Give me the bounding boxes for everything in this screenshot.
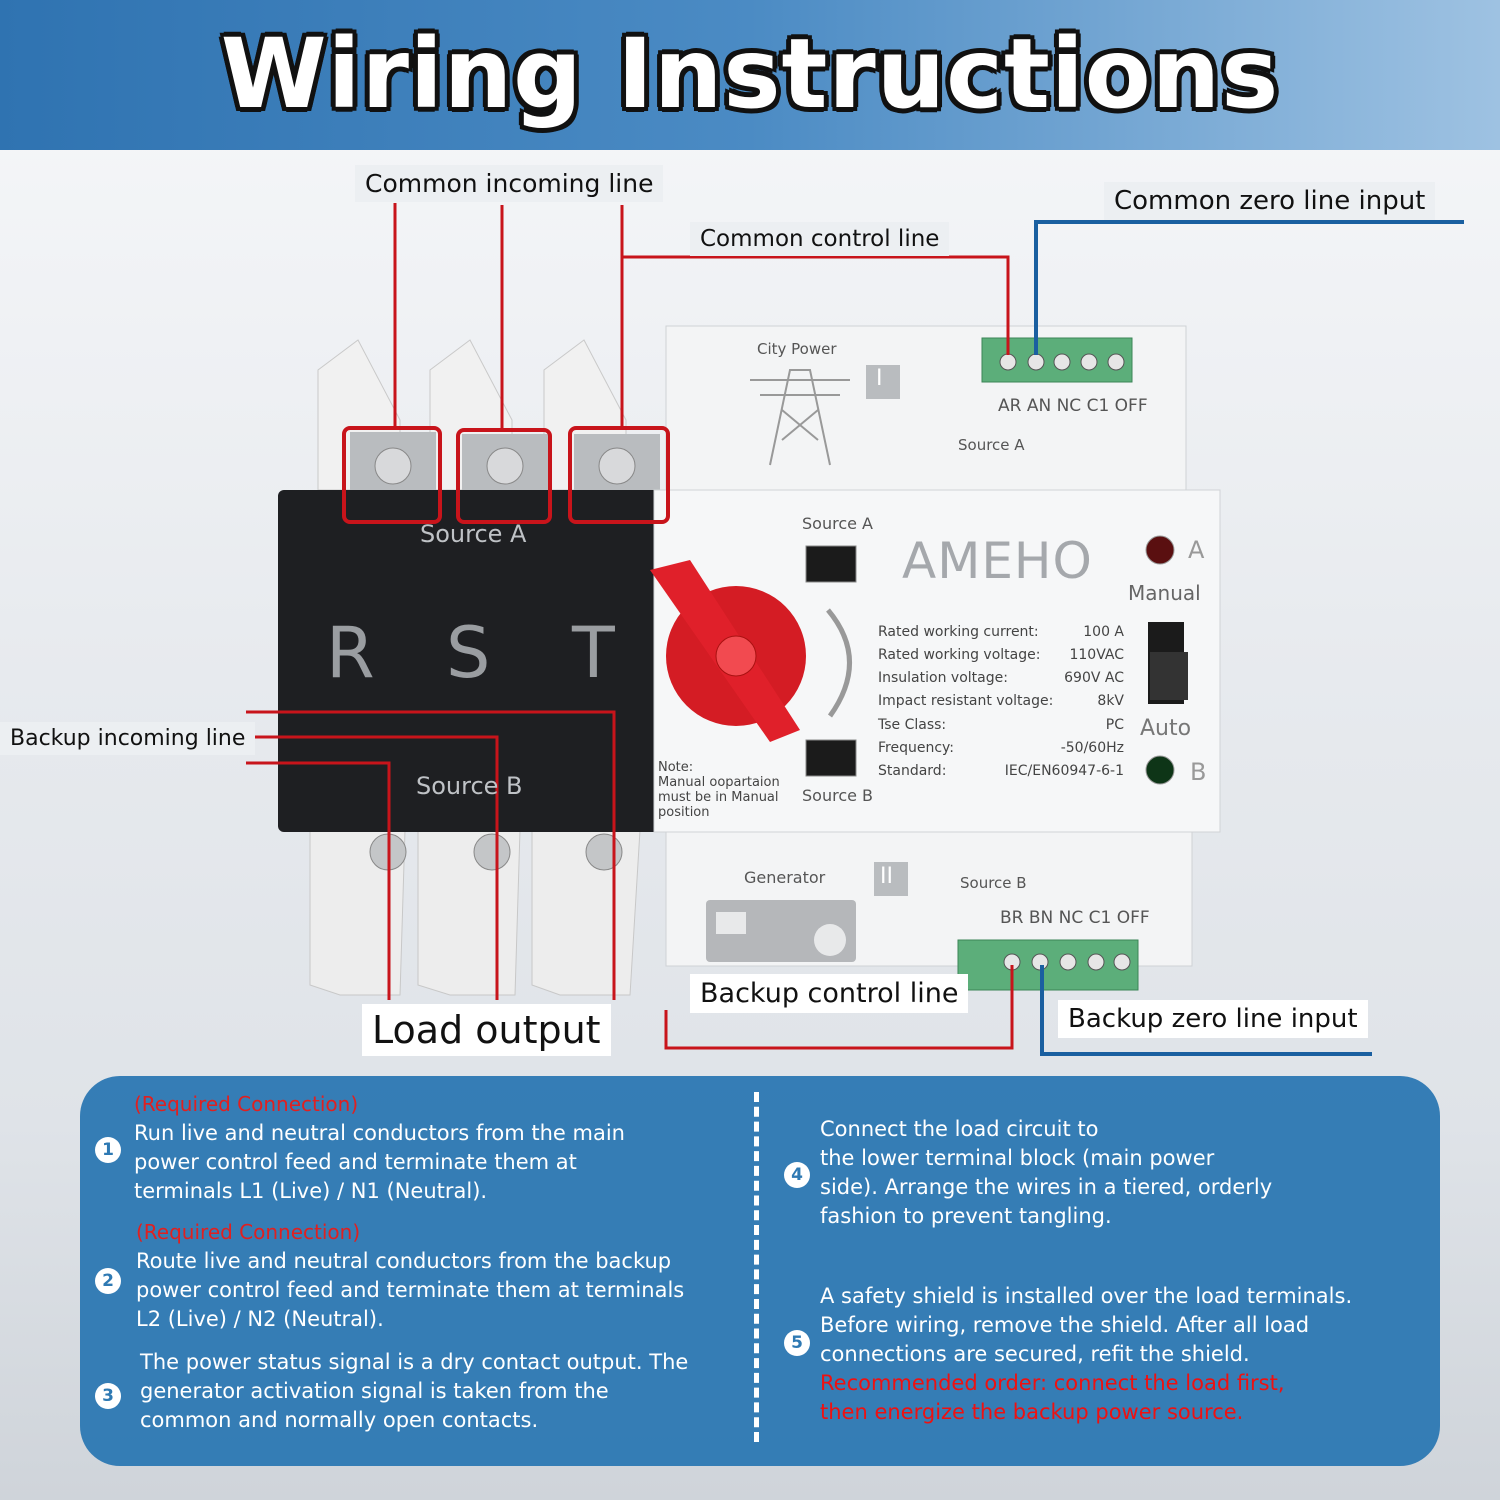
page-title: Wiring Instructions bbox=[220, 18, 1280, 130]
step-2-number: 2 bbox=[95, 1268, 121, 1294]
auto-label: Auto bbox=[1140, 716, 1192, 741]
top-source-label: Source A bbox=[958, 436, 1025, 454]
cover-source-b: Source B bbox=[416, 772, 523, 800]
led-b-label: B bbox=[1190, 758, 1207, 786]
window-b-label: Source B bbox=[802, 786, 874, 805]
manual-note: Note: Manual oopartaion must be in Manua… bbox=[658, 760, 780, 820]
rotation-arrow-icon bbox=[826, 608, 852, 718]
bottom-green-terminal bbox=[957, 939, 1139, 991]
common-control-wire bbox=[622, 255, 1010, 355]
source-a-highlight-boxes bbox=[342, 426, 670, 524]
step-5-warning-1: Recommended order: connect the load firs… bbox=[820, 1371, 1285, 1395]
source-a-window bbox=[805, 545, 857, 583]
title-banner bbox=[0, 0, 1500, 150]
label-backup-incoming: Backup incoming line bbox=[0, 722, 256, 755]
instructions-panel bbox=[80, 1076, 1440, 1466]
led-a bbox=[1145, 535, 1175, 565]
power-pylon-icon bbox=[750, 369, 850, 466]
phase-t: T bbox=[572, 612, 615, 694]
step-5-warning-2: then energize the backup power source. bbox=[820, 1400, 1244, 1424]
step-1-number: 1 bbox=[95, 1137, 121, 1163]
backup-zero-wire bbox=[1040, 965, 1372, 1056]
top-screws bbox=[350, 432, 660, 492]
top-terminal-labels: AR AN NC C1 OFF bbox=[998, 396, 1148, 416]
step-5-number: 5 bbox=[784, 1330, 810, 1356]
bottom-source-label: Source B bbox=[960, 874, 1027, 892]
step-4-text: Connect the load circuit to the lower te… bbox=[820, 1117, 1273, 1228]
step-1-tag: (Required Connection) bbox=[134, 1092, 359, 1116]
roman-two-box bbox=[874, 862, 908, 896]
selector-knob bbox=[650, 560, 806, 742]
step-4-number: 4 bbox=[784, 1162, 810, 1188]
roman-one-box bbox=[866, 365, 900, 399]
brand-logo: AMEHO bbox=[902, 532, 1093, 590]
phase-r: R bbox=[326, 612, 375, 694]
label-common-zero: Common zero line input bbox=[1104, 182, 1436, 220]
step-2-tag: (Required Connection) bbox=[136, 1220, 361, 1244]
device-illustration bbox=[246, 203, 1464, 1056]
step-5-text: A safety shield is installed over the lo… bbox=[820, 1282, 1352, 1427]
city-power-label: City Power bbox=[757, 340, 837, 358]
roman-one: I bbox=[876, 366, 883, 391]
backup-control-wire bbox=[664, 965, 1014, 1050]
generator-icon bbox=[706, 900, 856, 962]
common-incoming-wires bbox=[393, 203, 624, 430]
label-common-control: Common control line bbox=[690, 222, 950, 256]
step-3-number: 3 bbox=[95, 1383, 121, 1409]
source-b-window bbox=[805, 739, 857, 777]
label-backup-zero: Backup zero line input bbox=[1058, 1000, 1368, 1038]
step-1-text: Run live and neutral conductors from the… bbox=[134, 1121, 625, 1203]
step-2-text: Route live and neutral conductors from t… bbox=[136, 1249, 685, 1331]
phase-s: S bbox=[446, 612, 491, 694]
label-common-incoming: Common incoming line bbox=[355, 165, 664, 202]
black-cover bbox=[278, 490, 670, 832]
roman-two: II bbox=[880, 864, 893, 889]
step-3-text: The power status signal is a dry contact… bbox=[140, 1350, 689, 1432]
generator-label: Generator bbox=[744, 868, 826, 887]
cover-source-a: Source A bbox=[420, 520, 527, 548]
panel-divider bbox=[754, 1092, 759, 1442]
led-a-label: A bbox=[1188, 536, 1205, 564]
manual-label: Manual bbox=[1128, 581, 1201, 605]
top-green-terminal bbox=[981, 337, 1133, 383]
window-a-label: Source A bbox=[802, 514, 873, 533]
common-zero-wire bbox=[1034, 220, 1464, 355]
label-backup-control: Backup control line bbox=[690, 974, 969, 1013]
label-load-output: Load output bbox=[362, 1004, 611, 1056]
bottom-terminal-labels: BR BN NC C1 OFF bbox=[1000, 908, 1150, 928]
backup-incoming-wires bbox=[246, 710, 616, 1000]
led-b bbox=[1145, 755, 1175, 785]
